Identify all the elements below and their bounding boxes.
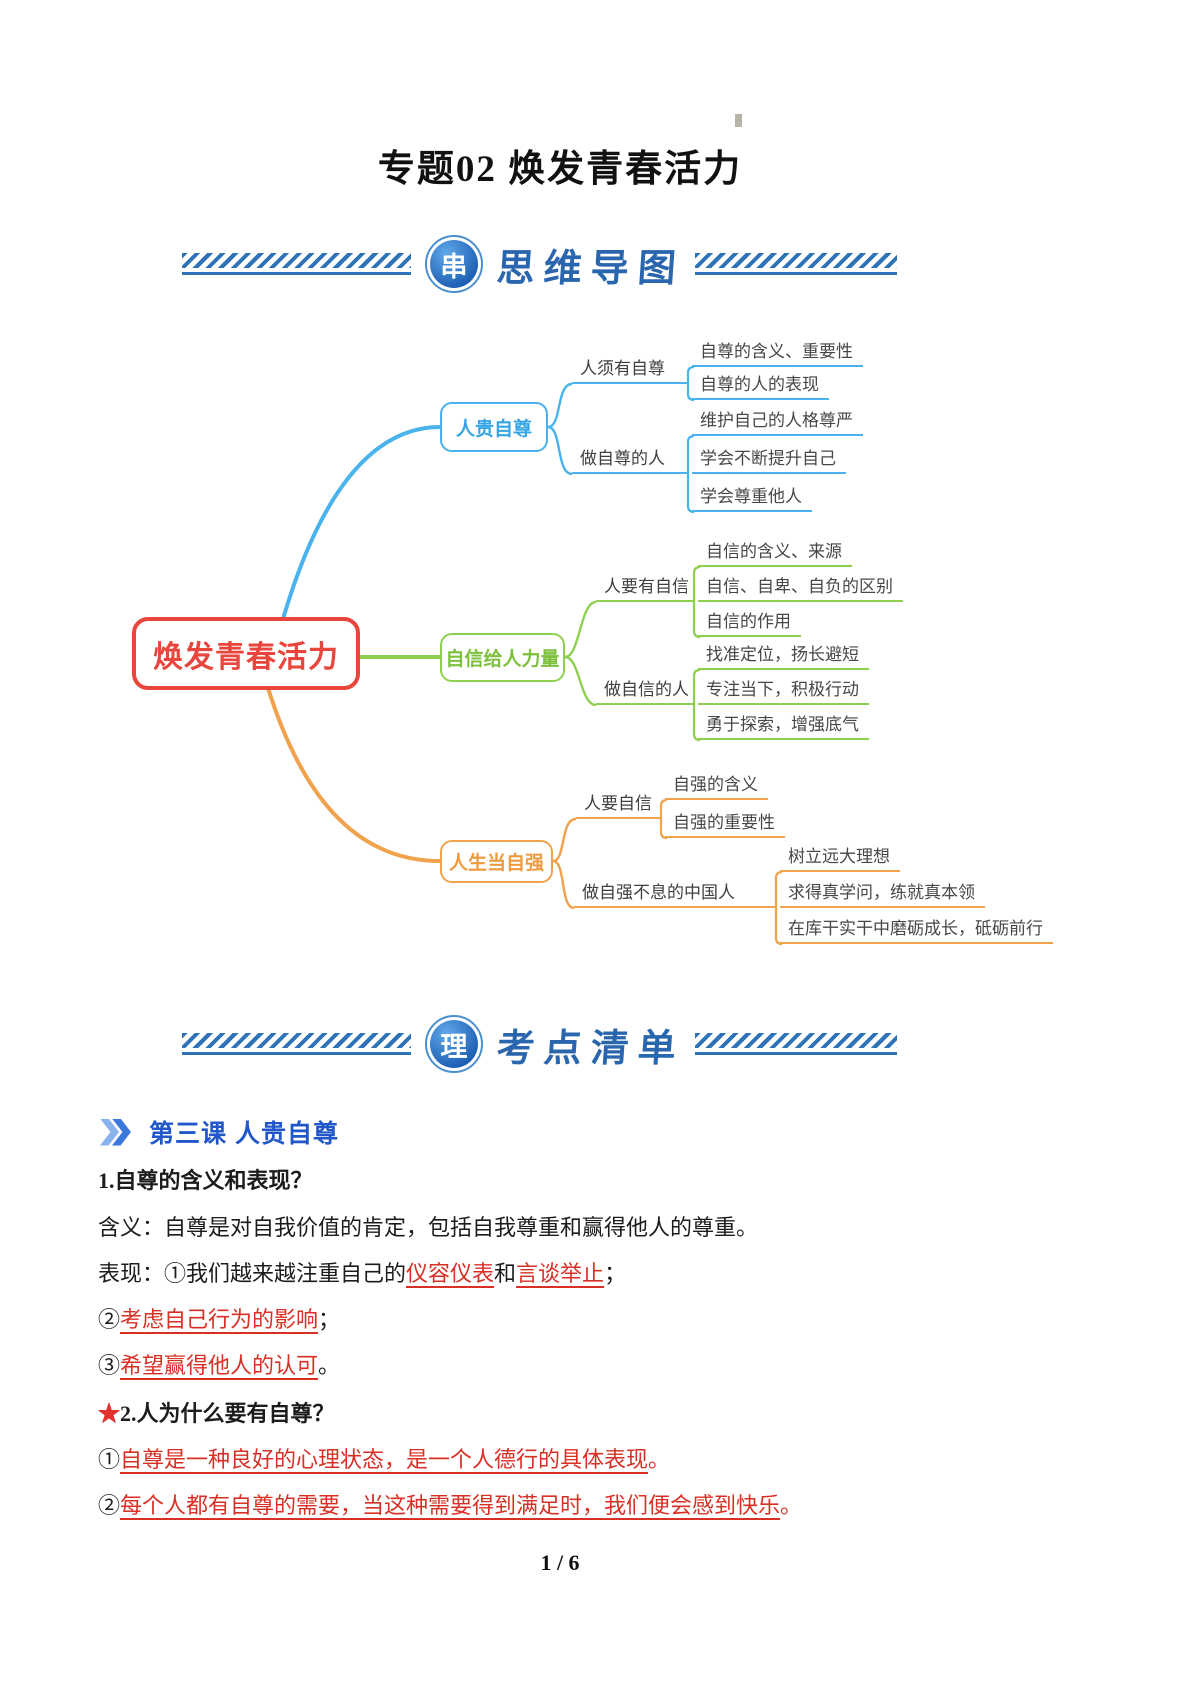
page-number: 1 / 6 (540, 1550, 580, 1575)
star-icon: ★ (98, 1401, 121, 1426)
mindmap-banner: 串 思维导图 (182, 228, 897, 300)
item-number: ① (98, 1447, 121, 1472)
hatch-decor-right (694, 1033, 897, 1055)
leaf-node: 专注当下，积极行动 (698, 677, 869, 705)
leaf-node: 树立远大理想 (780, 844, 900, 872)
group-label: 做自尊的人 (572, 446, 688, 474)
leaf-node: 维护自己的人格尊严 (692, 408, 863, 436)
group-label: 人须有自尊 (572, 356, 688, 384)
group-label: 做自信的人 (596, 677, 694, 705)
q1-meaning-line: 含义：自尊是对自我价值的肯定，包括自我尊重和赢得他人的尊重。 (98, 1215, 759, 1240)
mindmap-banner-title: 思维导图 (495, 247, 687, 290)
leaf-node: 学会尊重他人 (692, 484, 812, 512)
keypoints-banner: 理 考点清单 (182, 1008, 897, 1080)
item-number: ② (98, 1307, 121, 1332)
li-badge-icon: 理 (424, 1015, 483, 1073)
page-title: 专题02 焕发青春活力 (377, 149, 743, 190)
highlighted-term: 仪容仪表 (406, 1261, 495, 1286)
highlighted-answer: 希望赢得他人的认可 (120, 1353, 319, 1378)
highlighted-answer: 自尊是一种良好的心理状态，是一个人德行的具体表现 (120, 1447, 649, 1472)
branch-node-self-strive: 人生当自强 (440, 840, 553, 883)
text-segment: ； (318, 1307, 341, 1332)
hatch-decor-right (694, 253, 897, 275)
chuan-badge-icon: 串 (424, 235, 483, 293)
q2-item-2: ②每个人都有自尊的需要，当这种需要得到满足时，我们便会感到快乐。 (98, 1490, 1098, 1522)
leaf-node: 自强的重要性 (665, 810, 785, 838)
leaf-node: 找准定位，扬长避短 (698, 642, 869, 670)
text-segment: 。 (648, 1447, 671, 1472)
leaf-node: 自信、自卑、自负的区别 (698, 574, 903, 602)
text-segment: 。 (318, 1353, 341, 1378)
text-segment: 表现：①我们越来越注重自己的 (98, 1261, 407, 1286)
q1-performance-line: 表现：①我们越来越注重自己的仪容仪表和言谈举止； (98, 1258, 1098, 1290)
leaf-node: 勇于探索，增强底气 (698, 712, 869, 740)
highlighted-answer: 每个人都有自尊的需要，当这种需要得到满足时，我们便会感到快乐 (120, 1493, 781, 1518)
leaf-node: 自信的作用 (698, 609, 801, 637)
highlighted-answer: 考虑自己行为的影响 (120, 1307, 319, 1332)
q2-item-1: ①自尊是一种良好的心理状态，是一个人德行的具体表现。 (98, 1444, 1098, 1476)
group-label: 人要自信 (576, 791, 661, 819)
leaf-node: 求得真学问，练就真本领 (780, 880, 985, 908)
group-label: 人要有自信 (596, 574, 694, 602)
leaf-node: 自信的含义、来源 (698, 539, 852, 567)
q1-item-2: ②考虑自己行为的影响； (98, 1304, 1098, 1336)
leaf-node: 自强的含义 (665, 772, 768, 800)
leaf-node: 在库干实干中磨砺成长，砥砺前行 (780, 916, 1053, 944)
item-number: ③ (98, 1353, 121, 1378)
lesson-title: 第三课 人贵自尊 (149, 1120, 339, 1148)
stray-mark (735, 114, 742, 127)
keypoints-banner-title: 考点清单 (495, 1027, 687, 1070)
lesson-heading: 第三课 人贵自尊 (100, 1114, 339, 1150)
leaf-node: 自尊的人的表现 (692, 372, 829, 400)
leaf-node: 自尊的含义、重要性 (692, 339, 863, 367)
hatch-decor-left (182, 253, 411, 275)
text-segment: 。 (780, 1493, 803, 1518)
item-number: ② (98, 1493, 121, 1518)
highlighted-term: 言谈举止 (516, 1261, 605, 1286)
question-1-heading: 1.自尊的含义和表现？ (98, 1168, 313, 1193)
question-2-heading: ★2.人为什么要有自尊？ (98, 1398, 1098, 1430)
group-label: 做自强不息的中国人 (574, 880, 776, 908)
q1-item-3: ③希望赢得他人的认可。 (98, 1350, 1098, 1382)
heading-text: 2.人为什么要有自尊？ (120, 1401, 335, 1426)
branch-node-confidence: 自信给人力量 (440, 633, 565, 682)
branch-node-self-esteem: 人贵自尊 (440, 402, 548, 452)
hatch-decor-left (182, 1033, 411, 1055)
text-segment: 和 (494, 1261, 517, 1286)
mindmap-root-node: 焕发青春活力 (132, 617, 360, 690)
leaf-node: 学会不断提升自己 (692, 446, 846, 474)
text-segment: ； (604, 1261, 627, 1286)
